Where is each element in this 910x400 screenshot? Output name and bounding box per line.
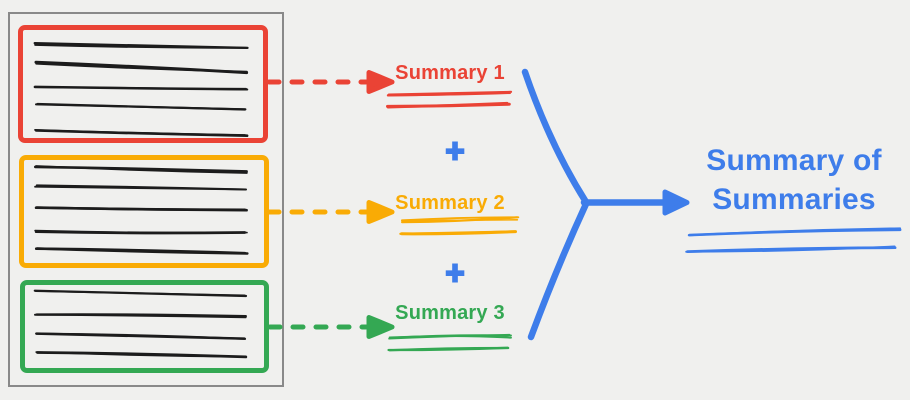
document-1-outline bbox=[18, 25, 268, 143]
summary-1-dashed-arrow-icon bbox=[266, 70, 395, 94]
document-2-outline bbox=[19, 155, 269, 268]
summary-2-scribble bbox=[399, 216, 520, 236]
summary-2-dashed-arrow-icon bbox=[266, 200, 395, 224]
merge-arrow-icon bbox=[521, 68, 690, 341]
summary-3-label: Summary 3 bbox=[395, 302, 505, 324]
summary-3-scribble bbox=[387, 333, 512, 352]
final-summary-scribble bbox=[685, 227, 902, 253]
summary-1-label: Summary 1 bbox=[395, 62, 505, 84]
summary-2-label: Summary 2 bbox=[395, 192, 505, 214]
document-3-outline bbox=[20, 280, 269, 373]
document-2-text-scribbles bbox=[33, 165, 249, 255]
plus-operator-2: + bbox=[444, 254, 465, 292]
document-1-text-scribbles bbox=[33, 41, 249, 138]
document-3-text-scribbles bbox=[33, 289, 248, 359]
final-summary-label: Summary of Summaries bbox=[706, 144, 882, 216]
summary-1-scribble bbox=[386, 90, 513, 109]
plus-operator-1: + bbox=[444, 132, 465, 170]
source-documents-page bbox=[8, 12, 284, 387]
summary-3-dashed-arrow-icon bbox=[267, 315, 395, 339]
